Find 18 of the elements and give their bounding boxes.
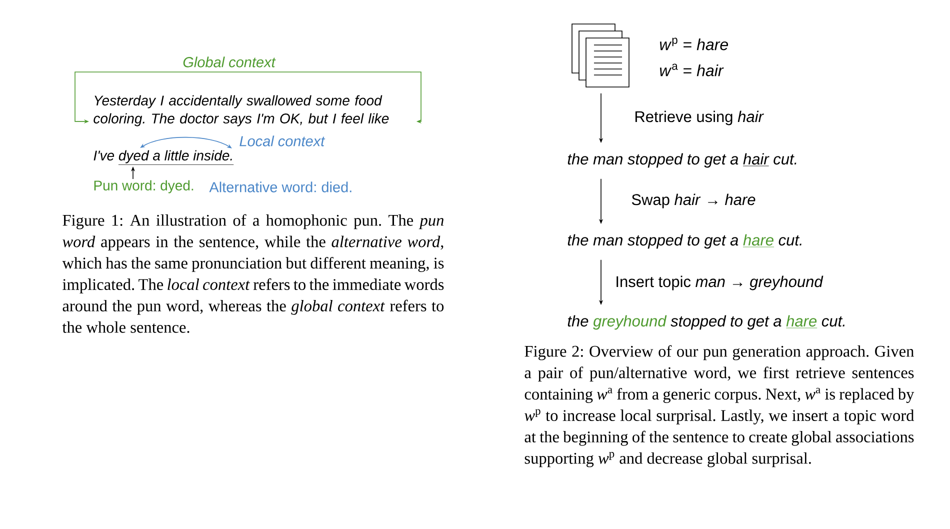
annotation-text: Pun word: dyed. — [94, 180, 194, 194]
sentence-text: I've dyed a little inside. — [94, 150, 234, 165]
formula-text: w$^{p}$ = hare — [660, 38, 728, 50]
sentence-text: Yesterday I accidentally swallowed some food coloring. The doctor says I'm OK, but I feel like — [94, 95, 389, 126]
document-stack-drawing — [572, 24, 630, 88]
edge-label: Global context — [183, 56, 276, 68]
edge-label: Swap hair → hare — [632, 194, 756, 208]
edge-label: Insert topic man → greyhound — [616, 276, 824, 290]
label-text: Alternative word: died. — [209, 182, 352, 192]
formula-text: w$^{a}$ = hair — [660, 64, 724, 76]
edge-label: Retrieve using hair — [635, 110, 764, 126]
bracket-arrow — [74, 72, 422, 124]
sentence-text: the man stopped to get a hair cut. — [568, 153, 796, 168]
figure-caption: Figure 1: An illustration of a homophonic pun. The pun word appears in the sentence, while the alternative word, which has the same pronunciation but different meaning, is implicated. The local context refers to the immediate words around the pun word, whereas the global context refers to the whole sentence. — [62, 214, 444, 333]
sentence-text: the man stopped to get a hare cut. — [568, 234, 802, 249]
edge-label: Local context — [240, 136, 326, 146]
figure-caption: Figure 2: Overview of our pun generation approach. Given a pair of pun/alternative word, we first retrieve sentences containing w$^{a}$ from a generic corpus. Next, w$^{a}$ is replaced by w$^{p}$ to increase local surprisal. Lastly, we insert a topic word at the beginning of the sentence to create global associations supporting w$^{p}$ and decrease global surprisal. — [524, 345, 914, 468]
sentence-text: the greyhound stopped to get a hare cut. — [568, 315, 844, 330]
